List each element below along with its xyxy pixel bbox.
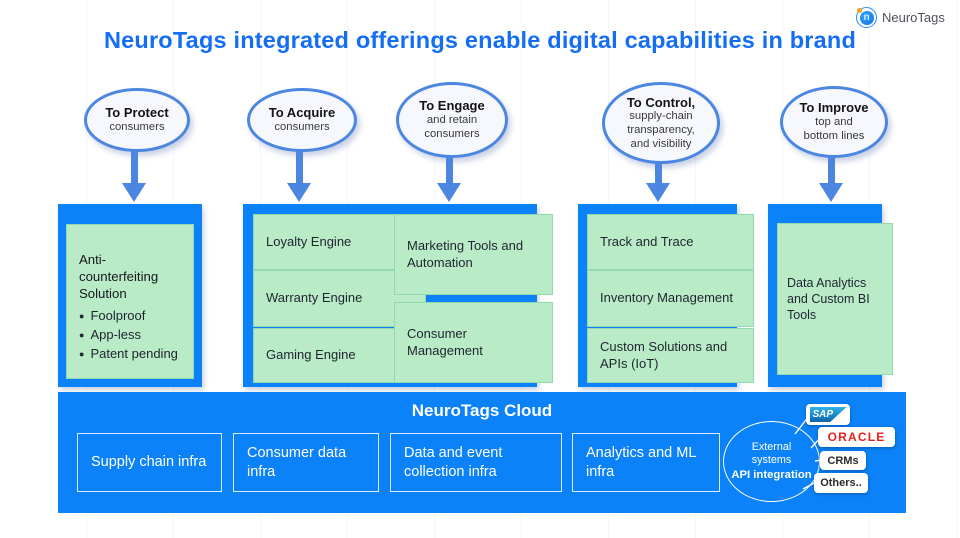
arrow-down-icon [828, 156, 835, 184]
infra-analytics-ml: Analytics and ML infra [572, 433, 720, 492]
card-inventory-management: Inventory Management [587, 270, 754, 327]
infra-consumer-data: Consumer data infra [233, 433, 379, 492]
card-label: Gaming Engine [266, 347, 356, 363]
card-label: Inventory Management [600, 290, 733, 306]
list-item: ● App-less [79, 327, 183, 344]
bubble-title: To Control, [626, 94, 696, 110]
logo-core: n [859, 10, 874, 25]
brand-logo: n NeuroTags [856, 7, 945, 28]
list-item: ● Foolproof [79, 308, 183, 325]
oracle-logo-text: ORACLE [827, 430, 886, 444]
sap-label: SAP [812, 409, 834, 420]
arrow-down-icon [646, 183, 670, 202]
bubble-title: To Protect [105, 105, 169, 121]
bullet-dot-icon: ● [79, 330, 85, 341]
bubble-title: To Improve [799, 100, 869, 116]
crms-label: CRMs [827, 454, 859, 467]
bubble-subtitle: consumers [274, 120, 330, 133]
bubble-subtitle: consumers [109, 120, 165, 133]
others-label: Others.. [820, 477, 862, 489]
pillar-improve: Data Analytics and Custom BI Tools [768, 204, 893, 387]
card-label: Track and Trace [600, 233, 694, 249]
bubble-to-acquire: To Acquire consumers [247, 88, 357, 152]
neurotags-logo-icon: n [856, 7, 877, 28]
bubble-to-engage: To Engage and retain consumers [396, 82, 508, 158]
logo-ring [856, 7, 877, 28]
bullet-text: App-less [90, 327, 142, 343]
badge-oracle: ORACLE [818, 427, 895, 447]
infra-label: Analytics and ML infra [586, 444, 696, 480]
bubble-to-control: To Control, supply-chain transparency, a… [602, 82, 720, 164]
badge-others: Others.. [814, 473, 868, 493]
bubble-title: To Engage [419, 98, 485, 114]
infra-label: Consumer data infra [247, 444, 347, 480]
arrow-down-icon [446, 156, 453, 184]
card-label: Warranty Engine [266, 290, 363, 306]
arrow-down-icon [131, 150, 138, 184]
page-title: NeuroTags integrated offerings enable di… [103, 27, 857, 53]
infra-label: Data and event collection infra [404, 444, 503, 480]
pillar-acquire-engage: Loyalty Engine Warranty Engine Gaming En… [243, 204, 553, 387]
infra-supply-chain: Supply chain infra [77, 433, 222, 492]
pillar-protect: Anti-counterfeiting Solution ● Foolproof … [58, 204, 202, 387]
card-label: Custom Solutions and APIs (IoT) [600, 338, 728, 371]
bubble-to-improve: To Improve top and bottom lines [780, 86, 888, 158]
bubble-subtitle: supply-chain [629, 110, 693, 123]
badge-crms: CRMs [820, 451, 866, 470]
bubble-subtitle: and visibility [630, 137, 692, 150]
bubble-subtitle: and retain [426, 114, 478, 127]
bullet-dot-icon: ● [79, 348, 85, 359]
pillar-control: Track and Trace Inventory Management Cus… [578, 204, 754, 387]
bubble-subtitle: bottom lines [803, 129, 865, 142]
bullet-text: Foolproof [90, 308, 146, 324]
neurotags-cloud-bar: NeuroTags Cloud Supply chain infra Consu… [58, 392, 906, 513]
bubble-subtitle: consumers [424, 127, 480, 140]
arrow-down-icon [296, 150, 303, 184]
bubble-to-protect: To Protect consumers [84, 88, 190, 152]
cloud-title: NeuroTags Cloud [411, 401, 553, 420]
card-data-analytics: Data Analytics and Custom BI Tools [777, 223, 893, 375]
feature-list: ● Foolproof ● App-less ● Patent pending [79, 308, 183, 362]
logo-orange-dot [857, 8, 862, 13]
external-systems-circle: External systems API integration [723, 421, 820, 502]
card-consumer-management: Consumer Management [394, 302, 553, 383]
card-track-and-trace: Track and Trace [587, 214, 754, 270]
card-label: Consumer Management [407, 325, 483, 358]
card-heading: Anti-counterfeiting Solution [79, 252, 159, 302]
arrow-down-icon [819, 183, 843, 202]
list-item: ● Patent pending [79, 346, 183, 363]
card-anti-counterfeiting: Anti-counterfeiting Solution ● Foolproof … [66, 224, 194, 379]
bullet-dot-icon: ● [79, 311, 85, 322]
card-label: Marketing Tools and Automation [407, 237, 524, 270]
brand-name: NeuroTags [882, 10, 945, 25]
external-line: systems [751, 454, 792, 467]
card-label: Loyalty Engine [266, 233, 352, 249]
bullet-text: Patent pending [90, 345, 178, 361]
infra-label: Supply chain infra [91, 454, 207, 471]
bubble-subtitle: transparency, [627, 123, 695, 136]
external-line: External [751, 440, 792, 453]
card-label: Data Analytics and Custom BI Tools [787, 276, 870, 322]
infra-data-event-collection: Data and event collection infra [390, 433, 562, 492]
badge-sap: SAP [806, 404, 850, 425]
api-integration-label: API integration [731, 468, 812, 481]
sap-logo-icon: SAP [809, 407, 847, 422]
arrow-down-icon [655, 162, 662, 184]
bubble-title: To Acquire [268, 105, 336, 121]
bubble-subtitle: top and [815, 116, 853, 129]
card-marketing-tools: Marketing Tools and Automation [394, 214, 553, 295]
arrow-down-icon [437, 183, 461, 202]
arrow-down-icon [122, 183, 146, 202]
card-custom-solutions: Custom Solutions and APIs (IoT) [587, 328, 754, 383]
arrow-down-icon [287, 183, 311, 202]
